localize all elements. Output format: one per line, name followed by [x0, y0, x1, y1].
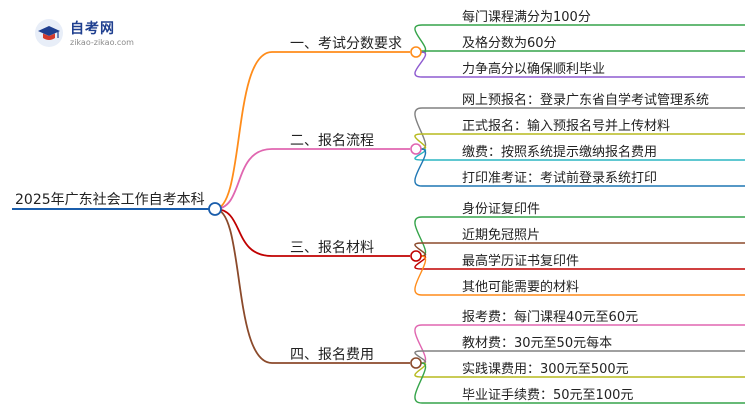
- root-node-label: 2025年广东社会工作自考本科: [15, 192, 205, 208]
- leaf-label: 最高学历证书复印件: [462, 254, 580, 269]
- leaf-label: 每门课程满分为100分: [462, 10, 591, 25]
- leaf-label: 缴费：按照系统提示缴纳报名费用: [462, 145, 658, 160]
- leaf-label: 教材费：30元至50元每本: [462, 336, 613, 351]
- branch-connector: [214, 148, 273, 210]
- branch-connector: [214, 208, 273, 257]
- branch-score-label: 一、考试分数要求: [290, 36, 402, 52]
- leaf-label: 及格分数为60分: [462, 36, 557, 51]
- leaf-label: 实践课费用：300元至500元: [462, 362, 629, 377]
- branch-connector: [214, 51, 273, 210]
- leaf-connector: [414, 255, 427, 296]
- leaf-label: 毕业证手续费：50元至100元: [462, 388, 634, 403]
- leaf-label: 身份证复印件: [462, 202, 541, 217]
- leaf-connector: [414, 148, 427, 187]
- branch-materials-label: 三、报名材料: [290, 240, 374, 256]
- graduation-cap-icon: [35, 19, 63, 47]
- leaf-label: 打印准考证：考试前登录系统打印: [462, 171, 658, 186]
- branch-node-circle: [410, 143, 422, 155]
- branch-node-circle: [410, 250, 422, 262]
- branch-fees-label: 四、报名费用: [290, 347, 374, 363]
- branch-connector: [214, 208, 273, 364]
- leaf-label: 近期免冠照片: [462, 228, 541, 243]
- leaf-connector: [414, 362, 427, 404]
- leaf-label: 报考费：每门课程40元至60元: [462, 310, 639, 325]
- leaf-label: 网上预报名：登录广东省自学考试管理系统: [462, 93, 710, 108]
- leaf-label: 正式报名：输入预报名号并上传材料: [462, 119, 671, 134]
- logo-url: zikao-zikao.com: [70, 38, 134, 47]
- branch-node-circle: [410, 46, 422, 58]
- leaf-label: 其他可能需要的材料: [462, 280, 580, 295]
- site-logo: 自考网 zikao-zikao.com: [34, 16, 144, 52]
- branch-process-label: 二、报名流程: [290, 133, 374, 149]
- logo-title: 自考网: [70, 21, 115, 37]
- root-node-circle: [208, 202, 222, 216]
- leaf-connector: [414, 51, 427, 78]
- branch-node-circle: [410, 357, 422, 369]
- leaf-label: 力争高分以确保顺利毕业: [462, 62, 606, 77]
